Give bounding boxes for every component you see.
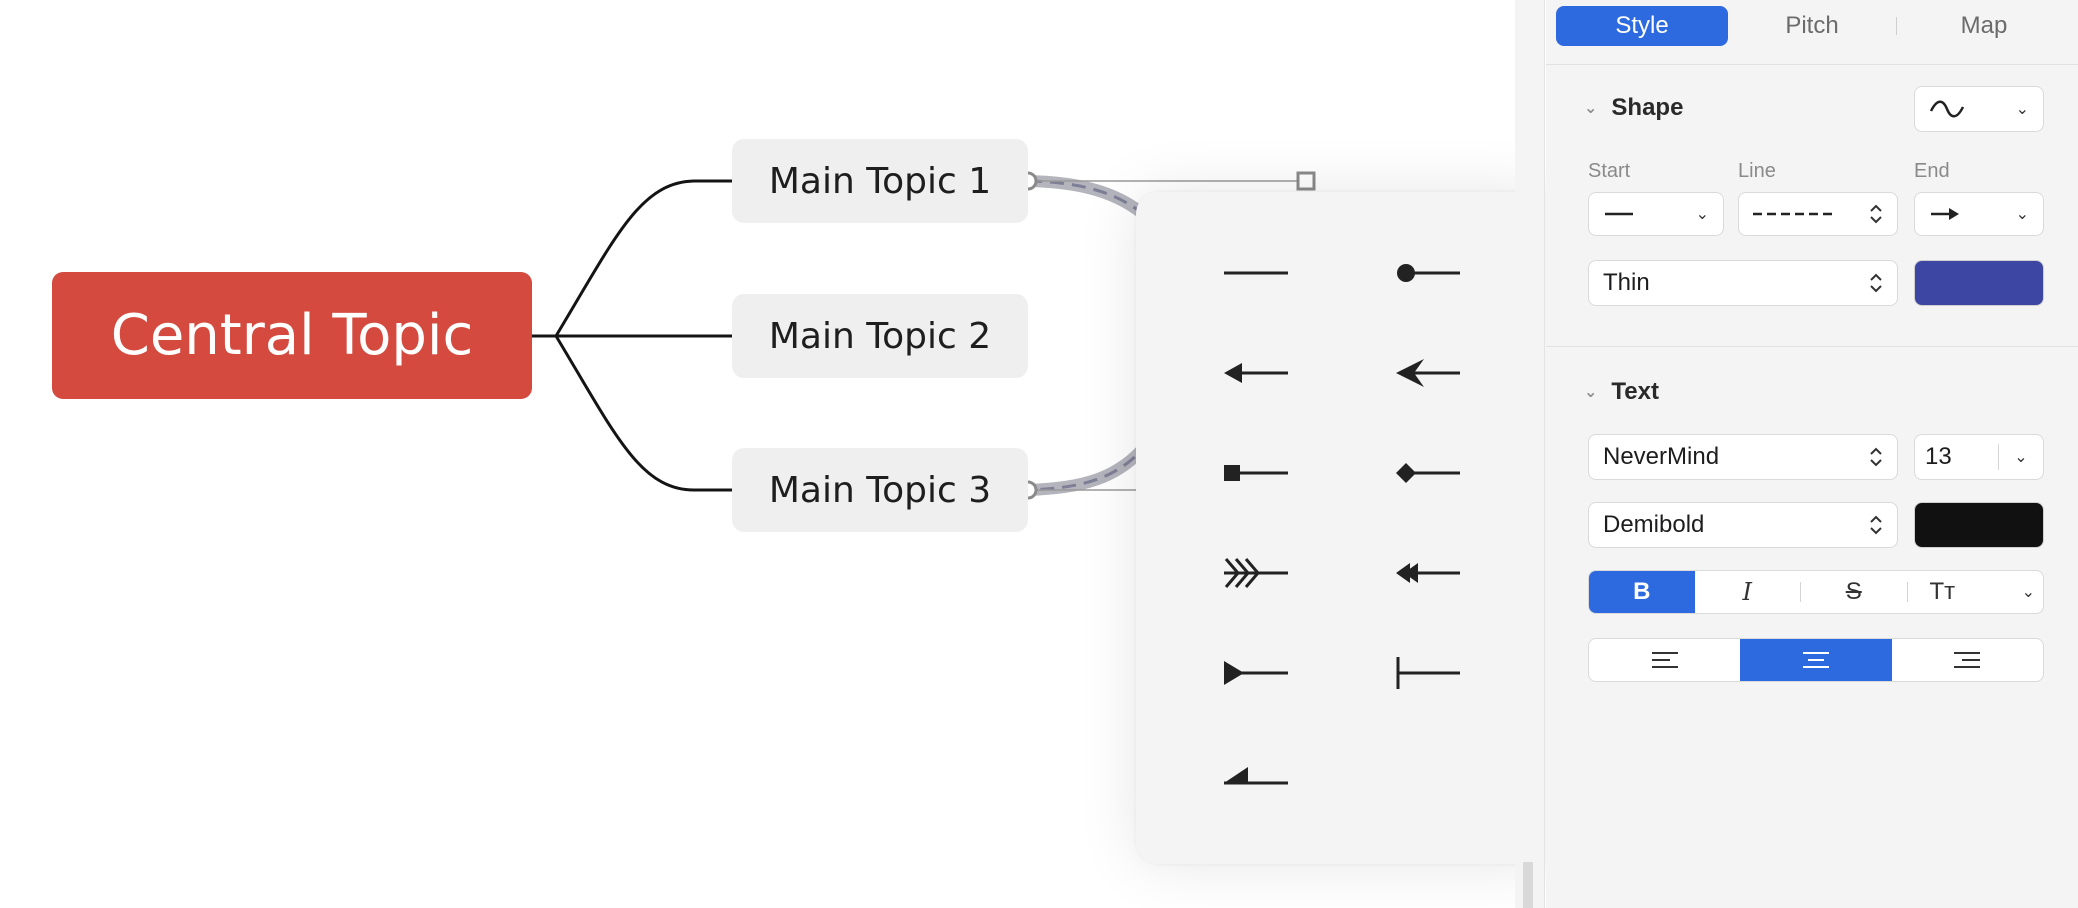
control-point-handle [1296,171,1316,191]
tab-pitch[interactable]: Pitch [1785,12,1839,39]
dashed-line-icon [1753,212,1833,216]
tab-style[interactable]: Style [1556,6,1728,46]
shape-section-header[interactable]: ⌄ Shape [1584,94,1683,122]
bar-end-icon[interactable] [1368,638,1488,708]
dot-end-icon[interactable] [1368,238,1488,308]
line-pattern-select[interactable] [1738,192,1898,236]
stepper-icon [1869,202,1883,226]
central-topic[interactable]: Central Topic [52,272,532,399]
triangle-arrow-icon[interactable] [1196,338,1316,408]
chevron-down-icon: ⌄ [2021,584,2035,601]
line-thickness-value: Thin [1603,269,1650,296]
tab-map[interactable]: Map [1960,12,2008,39]
arrow-right-icon [1931,208,1959,220]
text-case-icon: Tт [1929,578,1956,605]
relationship-line [1027,179,1152,492]
panel-tabs: Style Pitch Map [1556,6,2072,46]
shape-section-title: Shape [1611,94,1684,121]
stepper-icon [1869,271,1883,295]
tabs-divider [1546,64,2078,65]
scrollbar-track[interactable] [1523,862,1533,908]
plain-line-icon [1605,212,1633,216]
segment-separator [1800,582,1801,602]
start-label: Start [1588,160,1631,182]
align-center-button[interactable] [1740,639,1892,681]
tab-separator [1896,17,1897,35]
fletching-end-icon[interactable] [1196,538,1316,608]
text-style-segmented: B I S Tт ⌄ [1588,570,2044,614]
line-end-select[interactable]: ⌄ [1914,192,2044,236]
align-right-button[interactable] [1892,639,2043,681]
segment-separator [1906,582,1908,602]
text-case-select[interactable]: Tт ⌄ [1908,571,2044,613]
main-topic-2[interactable]: Main Topic 2 [732,294,1028,378]
square-end-icon[interactable] [1196,438,1316,508]
chevron-down-icon: ⌄ [1695,206,1709,223]
line-start-select[interactable]: ⌄ [1588,192,1724,236]
line-shape-select[interactable]: ⌄ [1914,86,2044,132]
line-end-style-popover [1136,192,1570,864]
stepper-icon [1869,513,1883,537]
relationship-line-halo [1022,175,1156,496]
chevron-down-icon: ⌄ [1584,100,1598,117]
text-color-swatch[interactable] [1914,502,2044,548]
font-size-combo[interactable]: 13 ⌄ [1914,434,2044,480]
format-panel: Style Pitch Map ⌄ Shape ⌄ Start Line End… [1546,0,2078,908]
plain-line-icon[interactable] [1196,238,1316,308]
spear-arrow-icon[interactable] [1368,338,1488,408]
flag-triangle-icon[interactable] [1196,638,1316,708]
align-left-button[interactable] [1589,639,1740,681]
branch-line-3 [532,334,732,492]
chevron-down-icon: ⌄ [2015,206,2029,223]
section-divider [1546,346,2078,347]
font-weight-value: Demibold [1603,511,1705,538]
chevron-down-icon[interactable]: ⌄ [2014,449,2028,466]
branch-line-1 [532,179,732,338]
font-weight-select[interactable]: Demibold [1588,502,1898,548]
italic-button[interactable]: I [1742,578,1752,606]
main-topic-1[interactable]: Main Topic 1 [732,139,1028,223]
diamond-end-icon[interactable] [1368,438,1488,508]
align-left-icon [1651,652,1678,668]
font-family-value: NeverMind [1603,443,1720,470]
panel-resize-divider[interactable] [1515,0,1545,908]
half-arrow-icon[interactable] [1196,740,1316,810]
stepper-icon [1869,445,1883,469]
font-family-select[interactable]: NeverMind [1588,434,1898,480]
text-section-header[interactable]: ⌄ Text [1584,378,1659,406]
chevron-down-icon: ⌄ [2015,101,2029,118]
combo-separator [1998,444,1999,470]
text-section-title: Text [1611,378,1659,405]
font-size-input[interactable]: 13 [1925,443,1952,470]
chevron-down-icon: ⌄ [1584,384,1598,401]
double-arrow-icon[interactable] [1368,538,1488,608]
align-center-icon [1802,652,1829,668]
end-label: End [1914,160,1950,182]
line-color-swatch[interactable] [1914,260,2044,306]
bold-button[interactable]: B [1589,571,1695,613]
curve-line-icon [1929,100,1965,118]
strikethrough-button[interactable]: S [1845,578,1862,605]
align-right-icon [1954,652,1981,668]
main-topic-3[interactable]: Main Topic 3 [732,448,1028,532]
line-thickness-select[interactable]: Thin [1588,260,1898,306]
text-align-segmented [1588,638,2044,682]
line-label: Line [1738,160,1776,182]
